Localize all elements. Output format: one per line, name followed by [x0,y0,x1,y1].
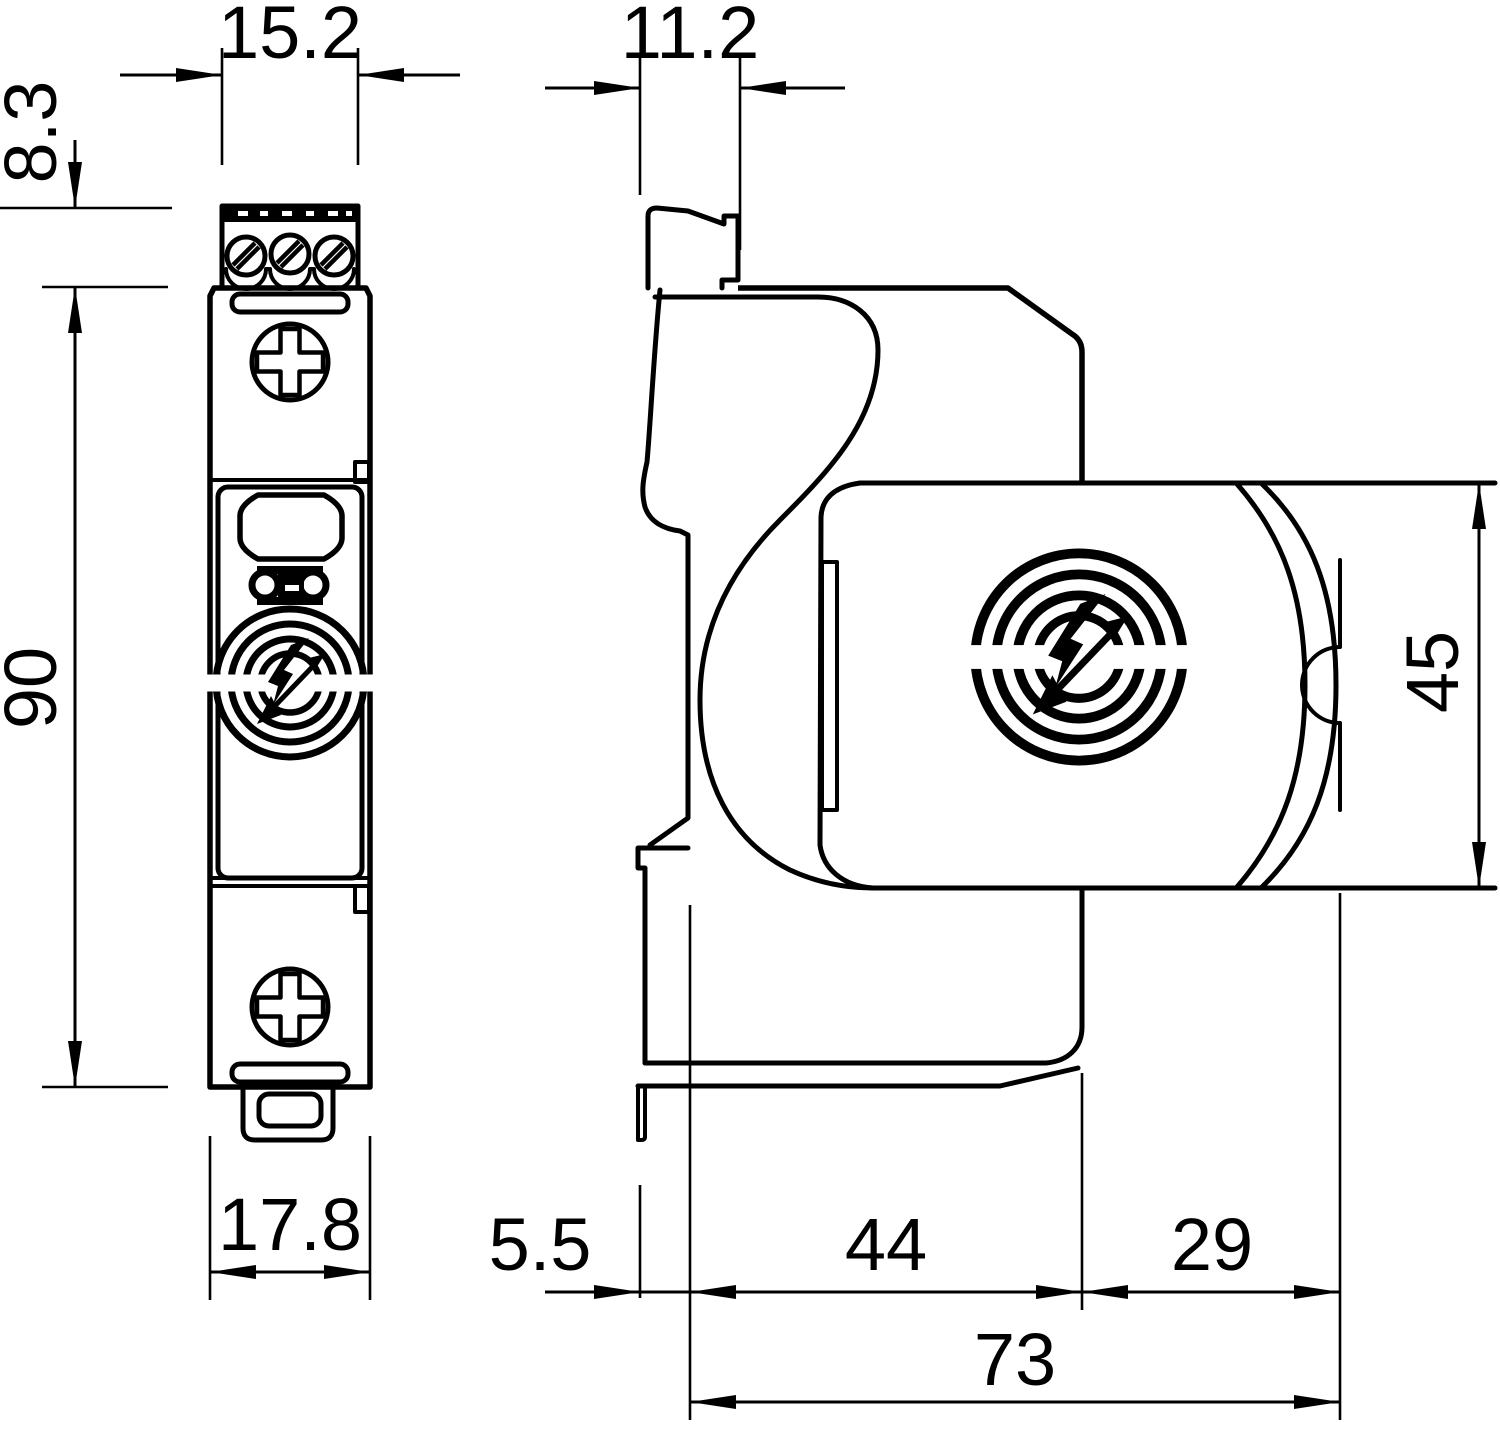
clip-slider-strip [636,1084,647,1142]
dim-body-height-value: 90 [0,647,72,729]
dimension-arrowhead-icon [594,1285,640,1299]
dim-top-depth-value: 11.2 [621,0,760,74]
dimension-arrowhead-icon [1472,483,1486,529]
surge-arrester-lightning-logo-icon [959,553,1200,760]
bottom-flange-edge [635,1065,1081,1089]
dimension-arrowhead-icon [690,1285,736,1299]
recess-contour [652,294,881,891]
slotted-terminal-screw-icon [271,235,309,273]
release-notch-bottom [353,884,371,914]
dim-total-depth-value: 73 [974,1318,1056,1401]
dimension-arrowhead-icon [1294,1285,1340,1299]
dimension-arrowhead-icon [324,1265,370,1279]
dim-module-depth-value: 29 [1171,1203,1253,1286]
din-clip-tab-slot [256,1091,324,1129]
bottom-vent-slot [229,1061,351,1085]
rail-clip-foot [635,845,691,1066]
release-notch-top [353,460,371,484]
body-outline [207,285,373,1090]
dim-terminal-width-value: 15.2 [218,0,362,74]
slotted-terminal-screw-icon [227,237,265,275]
dim-side-total-depth: 73 [690,1318,1340,1409]
body-divider-lower [211,876,369,888]
body-bottom-edge [642,885,1085,1066]
dimension-arrowhead-icon [358,68,404,82]
cartridge-guide-slot [820,560,839,812]
top-vent-slot [229,291,351,315]
dimension-arrowhead-icon [1294,1395,1340,1409]
dimension-arrowhead-icon [68,162,82,208]
dim-terminal-height-value: 8.3 [0,81,72,184]
dimension-arrowhead-icon [68,1041,82,1087]
front-view: 15.2 8.3 90 17.8 [0,0,460,1300]
dimension-arrowhead-icon [1082,1285,1128,1299]
terminal-block [219,203,361,291]
inspection-window [237,492,345,562]
terminal-block-profile [645,205,741,291]
dimension-arrowhead-icon [740,81,786,95]
surge-arrester-lightning-logo-icon [204,609,376,757]
witness-lines [220,48,360,165]
dimension-arrowhead-icon [594,81,640,95]
cartridge-inner-end [817,480,876,891]
dimensions-front: 15.2 8.3 90 17.8 [0,0,460,1300]
rear-profile [640,287,691,848]
dim-front-body-width: 17.8 [208,1136,372,1300]
cartridge-grip-ridge [1300,558,1342,812]
dim-front-terminal-width: 15.2 [120,0,460,165]
cartridge-side [817,480,1498,891]
dim-clip-depth-value: 5.5 [489,1203,592,1286]
phillips-screw-icon [252,969,328,1045]
dim-front-body-height: 90 [0,287,168,1089]
dim-front-terminal-height: 8.3 [0,81,172,333]
slotted-terminal-screw-icon [315,237,353,275]
cartridge-end-inner-arc [1234,481,1308,890]
dimension-arrowhead-icon [1472,842,1486,888]
dimension-arrowhead-icon [690,1395,736,1409]
dim-side-module-height: 45 [1391,483,1486,888]
body-top-edge [738,285,1085,483]
device-body-front [204,285,376,1143]
terminal-bar-ticks [238,211,352,216]
side-view: 11.2 45 5.5 44 29 [489,0,1498,1420]
dimensions-side: 11.2 45 5.5 44 29 [489,0,1486,1420]
cartridge-end-outer-arc [1259,481,1339,890]
dim-side-bottom-chain: 5.5 44 29 [489,893,1342,1420]
dimension-arrowhead-icon [210,1265,256,1279]
dim-side-top-depth: 11.2 [545,0,845,250]
dim-body-width-value: 17.8 [218,1183,362,1266]
dim-mount-depth-value: 44 [845,1203,927,1286]
status-connector [248,566,330,605]
witness-lines [0,206,172,289]
dimension-arrowhead-icon [176,68,222,82]
din-clip-tab [240,1084,336,1143]
phillips-screw-icon [252,324,328,400]
dimension-arrowhead-icon [1036,1285,1082,1299]
device-body-side [635,205,1498,1142]
dim-module-height-value: 45 [1391,631,1474,713]
